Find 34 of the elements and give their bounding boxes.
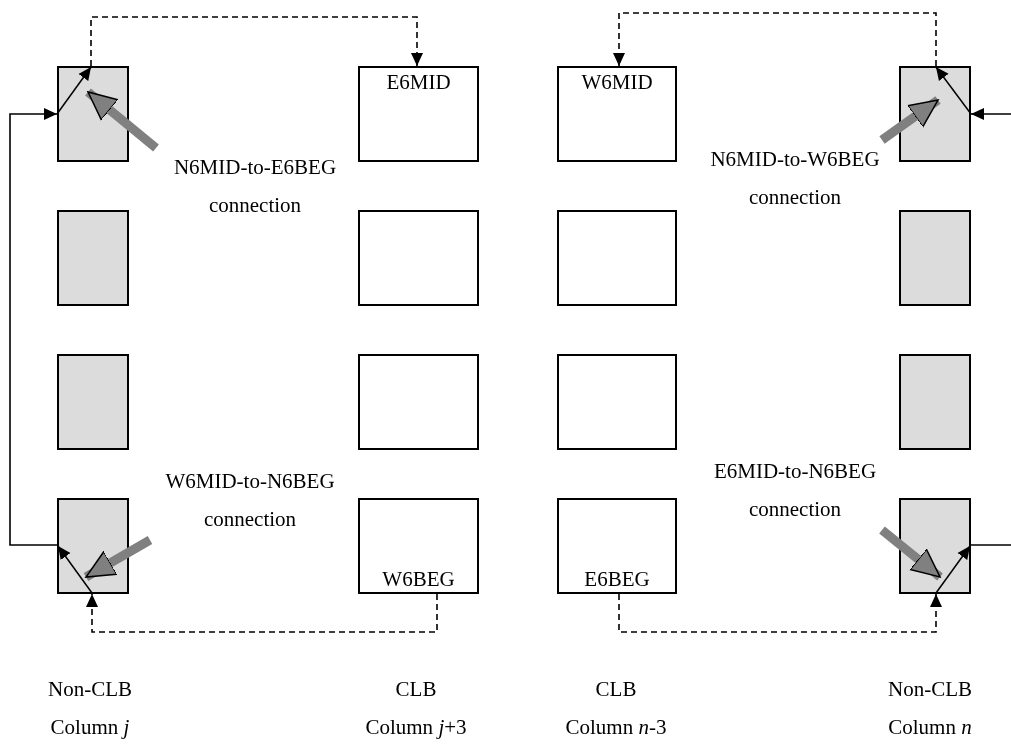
connector-arrow — [613, 12, 937, 67]
block-outline — [57, 354, 129, 450]
pointer-arrow — [879, 96, 941, 144]
column-caption: CLB Column n-3 — [564, 676, 668, 741]
connector-arrow — [86, 593, 438, 633]
connection-label: E6MID-to-N6BEG connection — [712, 458, 878, 523]
pointer-arrow — [83, 536, 153, 581]
block-label: W6BEG — [381, 567, 456, 592]
block-outline — [557, 210, 677, 306]
connector-arrow — [9, 108, 58, 546]
block-label: E6MID — [385, 70, 452, 95]
logic-block — [358, 66, 479, 162]
pointer-arrow — [85, 88, 159, 152]
connection-label: N6MID-to-E6BEG connection — [172, 154, 338, 219]
logic-block — [358, 498, 479, 594]
connector-arrow — [970, 108, 1011, 120]
connection-label: W6MID-to-N6BEG connection — [164, 468, 336, 533]
block-label: W6MID — [580, 70, 654, 95]
block-outline — [358, 354, 479, 450]
connector-arrow — [90, 16, 423, 67]
connection-label: N6MID-to-W6BEG connection — [709, 146, 881, 211]
logic-block — [557, 66, 677, 162]
column-caption: CLB Column j+3 — [364, 676, 468, 741]
column-caption: Non-CLB Column j — [47, 676, 133, 741]
block-outline — [358, 210, 479, 306]
block-outline — [899, 210, 971, 306]
block-outline — [899, 354, 971, 450]
block-label: E6BEG — [583, 567, 651, 592]
column-caption: Non-CLB Column n — [887, 676, 973, 741]
pointer-arrow — [879, 526, 943, 581]
logic-block — [557, 498, 677, 594]
connector-arrow — [618, 593, 942, 633]
block-outline — [57, 210, 129, 306]
block-outline — [557, 354, 677, 450]
